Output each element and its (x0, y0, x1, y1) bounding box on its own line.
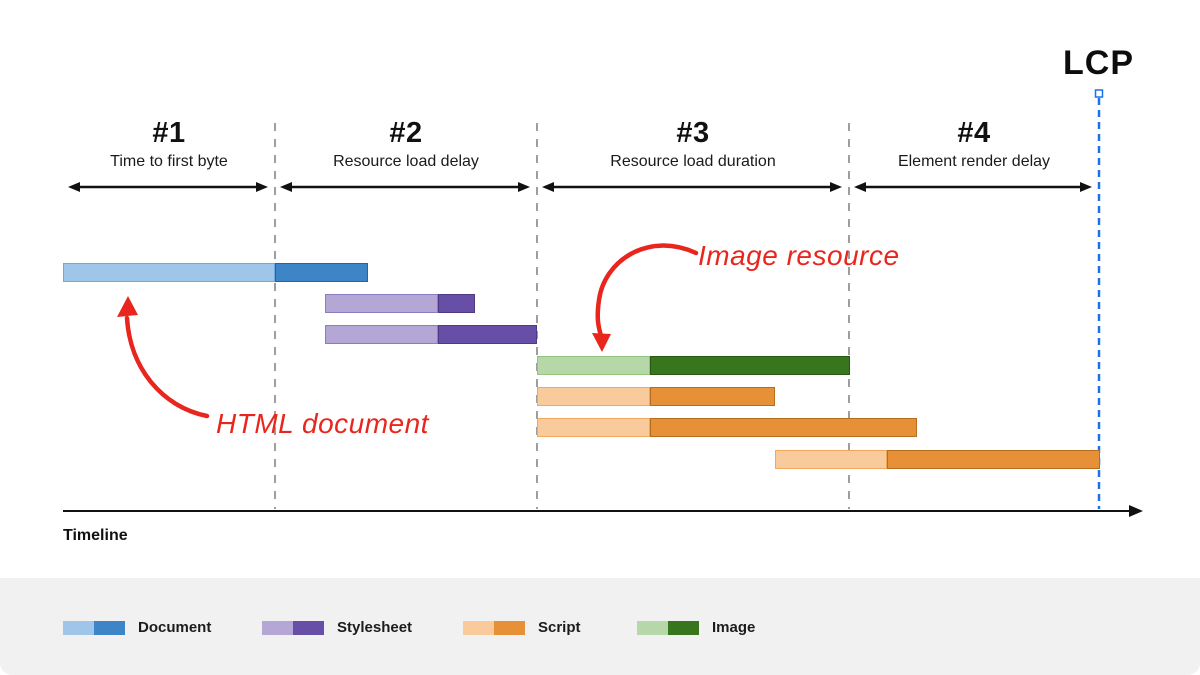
annotation-arrowhead (117, 296, 138, 317)
legend-swatch (463, 620, 525, 635)
arrowhead-left (542, 182, 554, 192)
legend-item: Document (63, 618, 211, 637)
annotation-image-resource: Image resource (698, 240, 900, 271)
bar-dark-segment (650, 418, 917, 437)
timeline-axis-label: Timeline (63, 527, 128, 544)
phase-number: #2 (389, 117, 423, 149)
legend-label: Image (712, 619, 756, 636)
arrowhead-right (1080, 182, 1092, 192)
arrowhead-right (518, 182, 530, 192)
legend-swatch (63, 620, 125, 635)
resource-bar (325, 325, 537, 344)
resource-bar (325, 294, 475, 313)
arrowhead-right (830, 182, 842, 192)
resource-bar (537, 356, 850, 375)
annotation-arrow-curve (124, 315, 210, 419)
bar-light-segment (325, 294, 438, 313)
bar-dark-segment (887, 450, 1100, 469)
bar-light-segment (537, 418, 650, 437)
phase-label: Resource load delay (333, 153, 479, 170)
phase-label: Element render delay (897, 153, 1051, 170)
lcp-marker-square (1094, 89, 1104, 98)
phase-number: #4 (957, 117, 991, 149)
bar-dark-segment (438, 325, 537, 344)
bar-dark-segment (275, 263, 368, 282)
lcp-label: LCP (1063, 44, 1134, 82)
arrowhead-left (280, 182, 292, 192)
timeline-axis-arrowhead (1129, 505, 1143, 517)
legend-swatch (637, 620, 699, 635)
bar-dark-segment (650, 356, 850, 375)
bar-light-segment (537, 387, 650, 406)
phase-number: #1 (152, 117, 186, 149)
legend-label: Document (138, 619, 212, 636)
arrowhead-left (68, 182, 80, 192)
phase-header: #3 Resource load duration (533, 118, 853, 171)
legend: Document Stylesheet Script Image (0, 578, 1200, 675)
annotation-arrowhead (592, 333, 611, 352)
phase-header: #4 Element render delay (814, 118, 1134, 171)
bar-dark-segment (650, 387, 775, 406)
resource-bar (537, 387, 775, 406)
arrowhead-left (854, 182, 866, 192)
legend-label: Stylesheet (337, 619, 413, 636)
bar-light-segment (325, 325, 438, 344)
annotation-arrow-curve (595, 243, 699, 339)
arrowhead-right (256, 182, 268, 192)
phase-header: #1 Time to first byte (9, 118, 329, 171)
legend-label: Script (538, 619, 581, 636)
resource-bar (775, 450, 1100, 469)
resource-bar (537, 418, 917, 437)
legend-item: Stylesheet (262, 618, 412, 637)
legend-swatch (262, 620, 324, 635)
legend-item: Script (463, 618, 581, 637)
bar-dark-segment (438, 294, 475, 313)
phase-label: Resource load duration (610, 153, 776, 170)
annotation-html-document: HTML document (216, 408, 429, 439)
bar-light-segment (63, 263, 275, 282)
bar-light-segment (775, 450, 887, 469)
resource-bar (63, 263, 368, 282)
bar-light-segment (537, 356, 650, 375)
phase-label: Time to first byte (110, 153, 228, 170)
phase-number: #3 (676, 117, 710, 149)
phase-header: #2 Resource load delay (246, 118, 566, 171)
legend-item: Image (637, 618, 755, 637)
